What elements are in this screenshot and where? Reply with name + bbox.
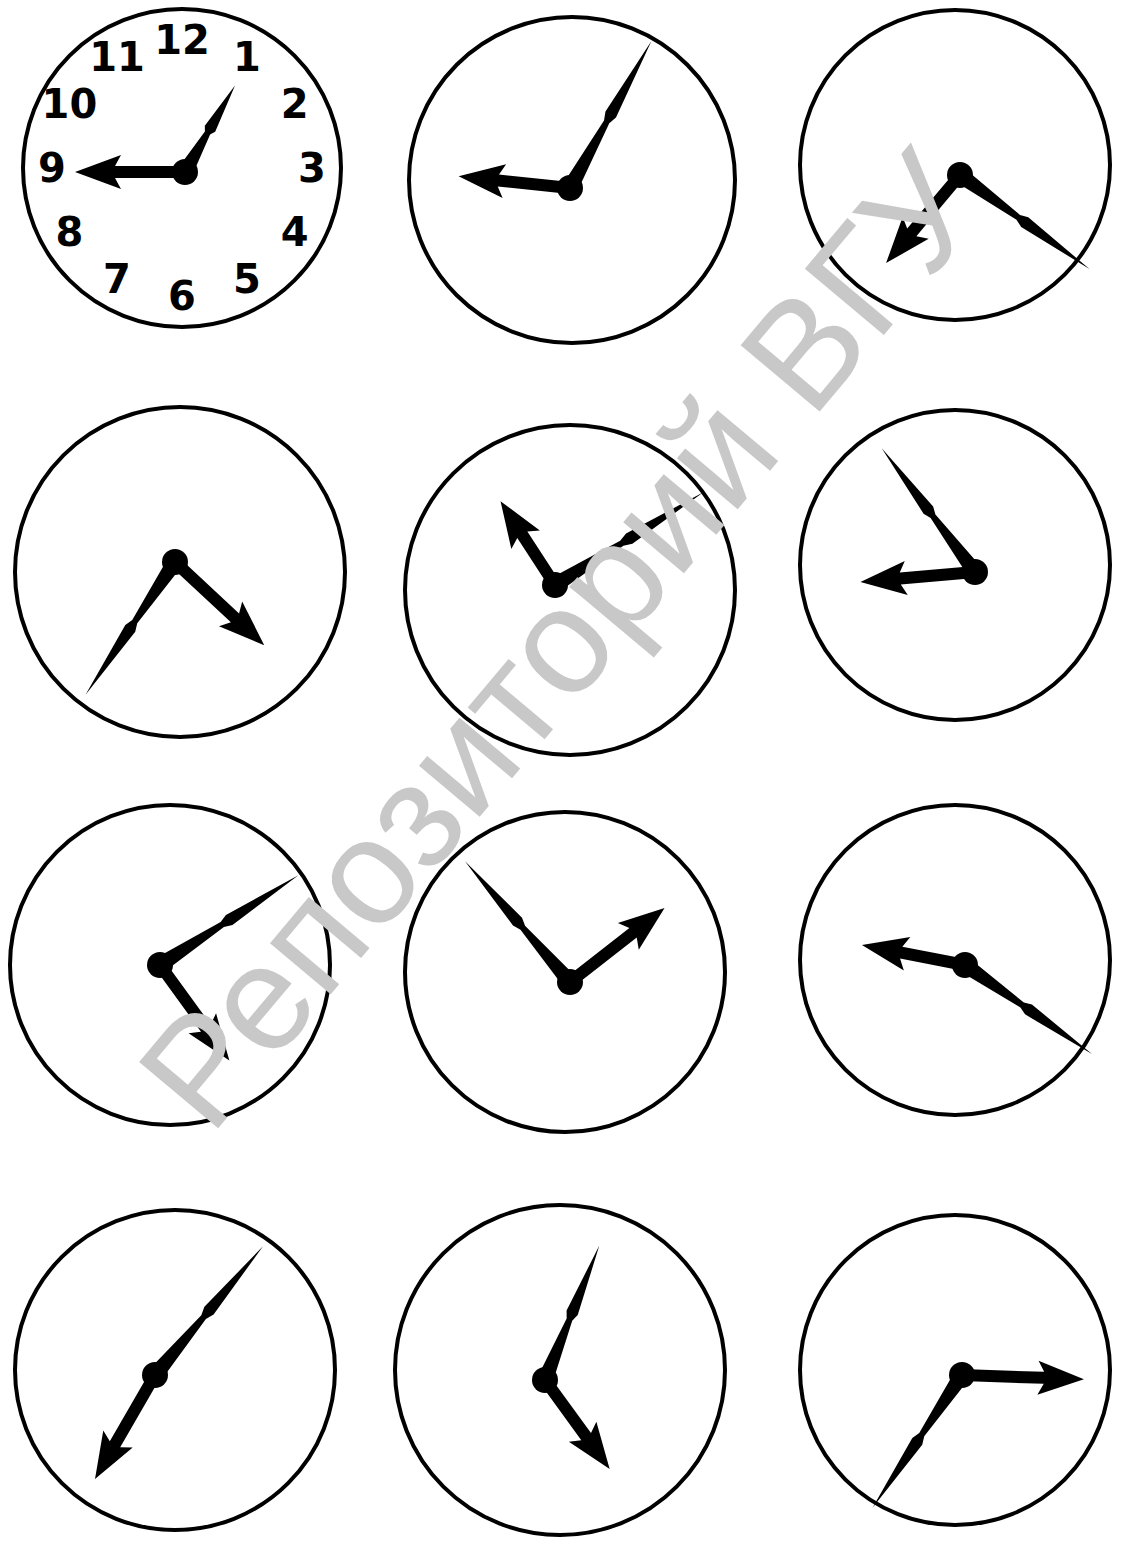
clock-face: [800, 1215, 1110, 1525]
clock-rim: [800, 805, 1110, 1115]
clock-face: 12 12 3 45678 9 10 11: [20, 6, 344, 330]
clock-rim: [409, 17, 735, 343]
clock-face: [75, 81, 242, 189]
hand-hub: [949, 1362, 975, 1388]
minute-hand: [875, 443, 981, 576]
hand-hub: [147, 952, 173, 978]
minute-hand: [538, 1243, 607, 1383]
hand-hub: [962, 559, 988, 585]
clock-numeral: 1: [233, 37, 261, 77]
clock-numeral: 3: [298, 148, 326, 188]
clock-numeral: 11: [89, 37, 145, 77]
hour-hand: [859, 555, 977, 599]
clock-face: [409, 17, 735, 343]
minute-hand: [960, 958, 1096, 1060]
hour-hand: [75, 155, 185, 189]
hour-hand: [859, 928, 969, 981]
clock-rim: [395, 1205, 725, 1535]
minute-hand: [149, 1241, 269, 1380]
clock-rim: [15, 1210, 335, 1530]
clock-numeral: 9: [38, 148, 66, 188]
hand-hub: [172, 159, 198, 185]
clock-rim: [800, 1215, 1110, 1525]
hand-hub: [557, 175, 583, 201]
clock-rim: [23, 9, 341, 327]
clock-numeral: 7: [103, 259, 131, 299]
clock-rim: [15, 407, 345, 737]
hand-hub: [952, 952, 978, 978]
clock-numeral: 12: [154, 20, 210, 60]
hour-hand: [457, 159, 572, 205]
clock-numeral: 2: [281, 84, 309, 124]
minute-hand: [79, 558, 182, 700]
clock-face: [395, 1205, 725, 1535]
hand-hub: [557, 969, 583, 995]
clock-numeral: 8: [55, 212, 83, 252]
minute-hand: [563, 37, 658, 192]
minute-hand: [866, 1371, 969, 1513]
clock-face: [800, 805, 1110, 1115]
clock-face: [15, 1210, 335, 1530]
clock-numeral: 6: [168, 276, 196, 316]
clock-numeral: 4: [281, 212, 309, 252]
hand-hub: [142, 1362, 168, 1388]
clock-numeral: 5: [233, 259, 261, 299]
hour-hand: [961, 1358, 1084, 1396]
hand-hub: [162, 549, 188, 575]
clock-face: [800, 410, 1110, 720]
minute-hand: [459, 856, 576, 987]
clock-face: [15, 407, 345, 737]
clock-numeral: 10: [42, 84, 98, 124]
hand-hub: [532, 1367, 558, 1393]
clock-rim: [800, 410, 1110, 720]
